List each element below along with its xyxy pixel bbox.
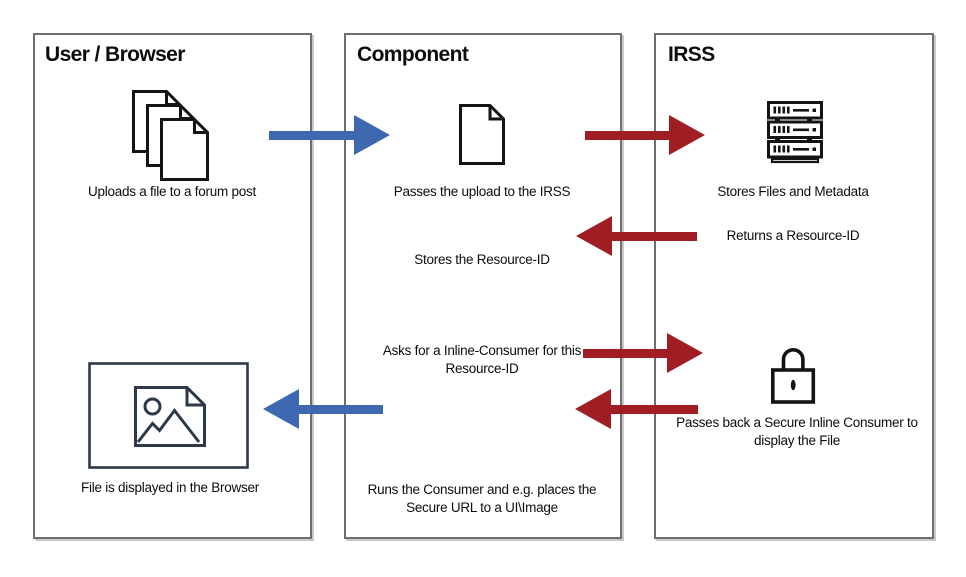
label-returns-rid: Returns a Resource-ID xyxy=(726,228,860,243)
label-stores-files: Stores Files and Metadata xyxy=(717,184,869,199)
label-uploads: Uploads a file to a forum post xyxy=(87,184,257,199)
label-passes-back: Passes back a Secure Inline Consumer to … xyxy=(676,415,918,448)
label-file-displayed: File is displayed in the Browser xyxy=(80,480,260,495)
files-icon xyxy=(132,90,209,181)
label-runs-consumer: Runs the Consumer and e.g. places the Se… xyxy=(367,482,597,515)
label-passes-upload: Passes the upload to the IRSS xyxy=(393,184,571,199)
document-icon xyxy=(459,104,505,165)
panel-title-irss: IRSS xyxy=(668,43,715,66)
lock-icon xyxy=(770,348,816,404)
server-icon xyxy=(767,101,823,164)
label-asks-consumer: Asks for a Inline-Consumer for this Reso… xyxy=(382,343,582,376)
panel-title-user-browser: User / Browser xyxy=(45,43,185,66)
image-file-icon xyxy=(88,362,249,469)
panel-title-component: Component xyxy=(357,43,469,66)
label-stores-rid: Stores the Resource-ID xyxy=(414,252,550,267)
